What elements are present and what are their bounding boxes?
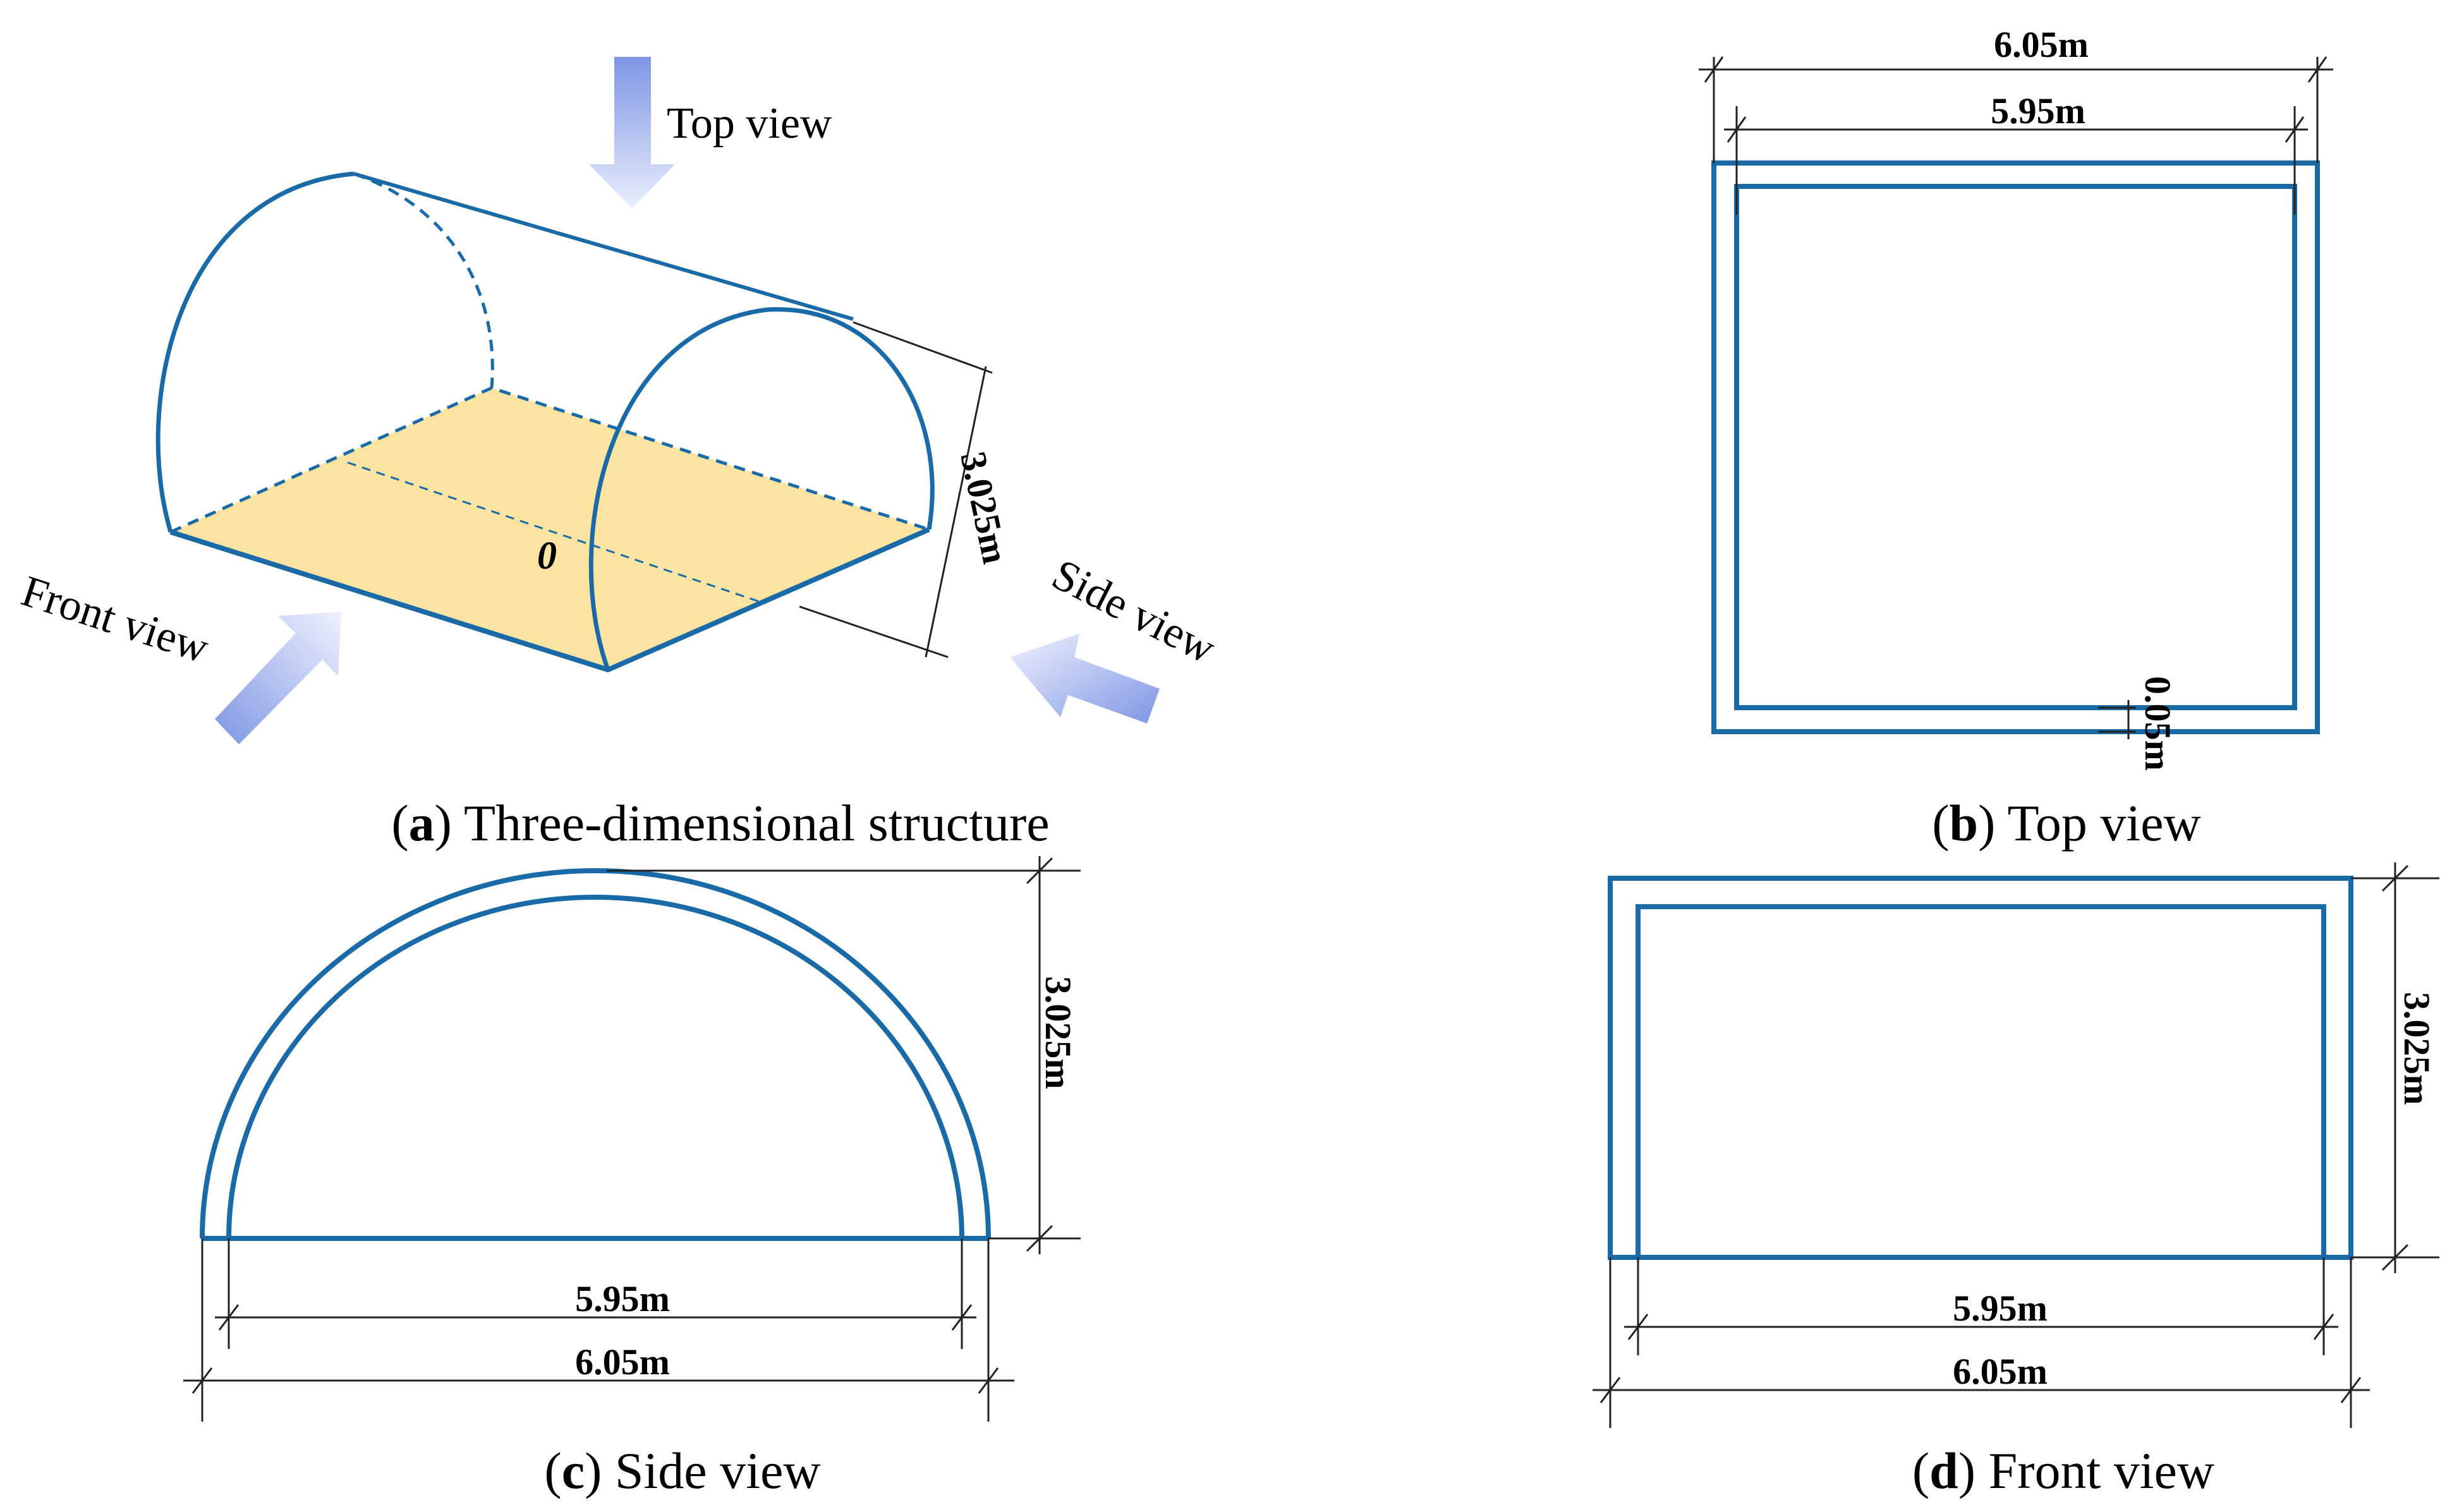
inner-width-label: 5.95m [1953,1288,2048,1329]
height-dim-ext-top [853,321,993,374]
inner-width-tick-left [218,1304,240,1331]
caption-a: (a) Three-dimensional structure [391,794,1049,852]
outer-width-tick-right [978,1367,999,1394]
front-arch [588,307,935,671]
floor-plane [171,388,929,670]
inner-width-tick-right [951,1304,973,1331]
side-view-arrow [1010,634,1160,723]
caption-d: (d) Front view [1912,1442,2214,1499]
outer-width-label: 6.05m [575,1341,670,1382]
caption-c-letter: c [562,1442,585,1499]
inner-width-label: 5.95m [1991,90,2085,131]
caption-d-text: Front view [1976,1442,2214,1499]
outer-width-tick-right [2307,56,2328,83]
caption-b-text: Top view [1995,794,2200,852]
outer-wall-outline [1608,876,2353,1260]
front-view-arrow [215,612,341,744]
height-dim-label: 3.025m [1038,976,1079,1089]
outer-width-label: 6.05m [1953,1351,2048,1392]
wall-thickness-label: 0.05m [2137,676,2178,771]
front-view-label: Front view [16,567,215,673]
origin-label: 0 [537,535,557,578]
inner-arch [226,895,964,1239]
inner-width-tick-right [2313,1314,2334,1340]
inner-width-tick-right [2285,116,2305,143]
back-arch [155,171,355,533]
outer-width-tick-left [1704,56,1724,83]
caption-d-letter: d [1929,1442,1958,1499]
caption-a-letter: a [409,794,435,852]
outer-width-tick-right [2340,1377,2362,1403]
outer-wall-outline [1711,160,2320,734]
caption-a-text: Three-dimensional structure [452,794,1050,852]
height-dim-ext-bottom [799,605,949,658]
inner-width-tick-left [1727,116,1747,143]
center-axis-line [347,461,765,605]
panel-b-top-view: 6.05m 5.95m 0.05m [1699,24,2333,771]
caption-c: (c) Side view [544,1442,820,1499]
top-view-label: Top view [667,99,832,148]
inner-width-tick-left [1627,1314,1649,1340]
outer-width-tick-left [1599,1377,1621,1403]
panel-a-3d-structure: 0 3.025m Top view Front view Side view [16,57,1223,744]
height-dim-label: 3.025m [952,448,1016,567]
ridge-line [353,172,854,321]
panel-c-side-view: 3.025m 5.95m 6.05m [183,856,1081,1422]
inner-wall-outline [1734,184,2297,710]
inner-wall-outline [1636,904,2326,1260]
height-tick-top [1026,857,1053,885]
height-tick-bottom [1026,1225,1053,1252]
height-tick-top [2381,864,2409,892]
caption-b-letter: b [1950,794,1979,852]
inner-width-label: 5.95m [575,1278,670,1319]
height-tick-bottom [2381,1243,2409,1271]
height-dim-label: 3.025m [2396,992,2437,1105]
outer-arch [200,868,991,1239]
outer-width-label: 6.05m [1994,24,2089,65]
caption-b: (b) Top view [1932,794,2201,852]
top-view-arrow [589,57,675,209]
height-dim-line [925,366,987,658]
panel-d-front-view: 3.025m 5.95m 6.05m [1593,862,2439,1428]
hidden-back-arch [353,172,494,389]
outer-width-tick-left [191,1367,213,1394]
caption-c-text: Side view [602,1442,820,1499]
